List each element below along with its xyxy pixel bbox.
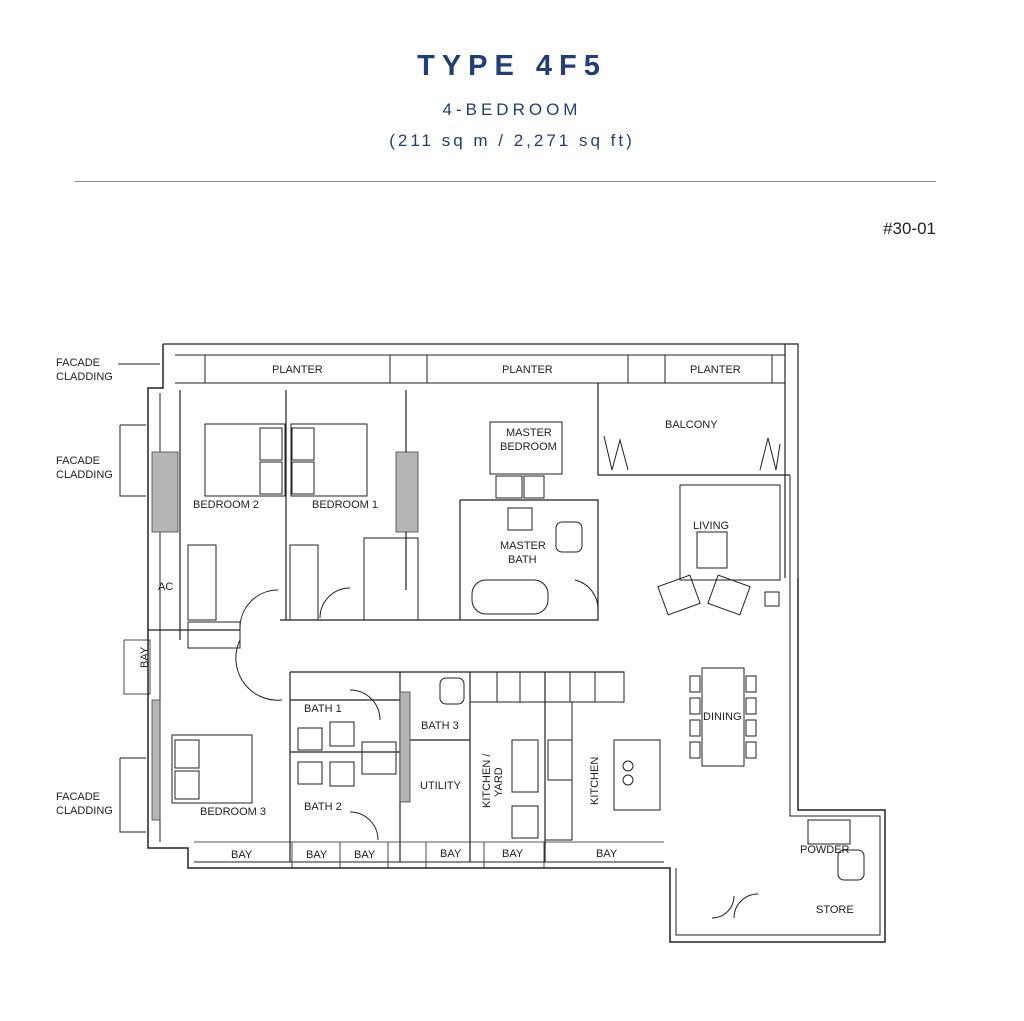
room-label-master-bedroom: MASTER [506, 427, 552, 439]
wardrobes [187, 537, 419, 649]
bath-fixtures [297, 507, 865, 881]
room-label-bay-5: BAY [502, 848, 524, 860]
plan-title: TYPE 4F5 [417, 50, 607, 82]
bed-icons [171, 421, 563, 804]
structural-columns [151, 451, 419, 821]
room-label-bay-6: BAY [596, 848, 618, 860]
bay-windows [123, 639, 664, 868]
bedroom-count-subtitle: 4-BEDROOM [442, 100, 582, 119]
sliding-doors [603, 435, 781, 471]
room-label-kitchen: KITCHEN [589, 757, 601, 805]
facade-cladding-label-3b: CLADDING [56, 805, 113, 817]
room-label-bath-3: BATH 3 [421, 720, 459, 732]
header-divider [75, 181, 936, 182]
facade-cladding-label-2b: CLADDING [56, 469, 113, 481]
interior-walls [148, 390, 624, 862]
room-label-master-bath-b: BATH [508, 554, 537, 566]
room-label-powder: POWDER [800, 844, 850, 856]
facade-cladding-label-1b: CLADDING [56, 371, 113, 383]
facade-cladding-label-2: FACADE [56, 455, 100, 467]
room-label-bay-2: BAY [306, 849, 328, 861]
room-label-bay-1: BAY [231, 849, 253, 861]
room-label-store: STORE [816, 904, 854, 916]
floor-area: (211 sq m / 2,271 sq ft) [389, 131, 635, 150]
living-furniture [613, 484, 781, 811]
kitchen-counters [469, 671, 625, 841]
room-label-bay-4: BAY [440, 848, 462, 860]
room-label-bedroom-1: BEDROOM 1 [312, 499, 378, 511]
room-label-planter-1: PLANTER [272, 364, 323, 376]
unit-number: #30-01 [883, 219, 936, 238]
room-label-master-bedroom-b: BEDROOM [500, 441, 557, 453]
planter-strip [204, 355, 773, 383]
room-label-bath-1: BATH 1 [304, 703, 342, 715]
room-label-dining: DINING [703, 711, 742, 723]
door-swings [235, 579, 759, 919]
room-label-bath-2: BATH 2 [304, 801, 342, 813]
room-label-bedroom-3: BEDROOM 3 [200, 806, 266, 818]
room-label-utility: UTILITY [420, 780, 462, 792]
room-label-master-bath: MASTER [500, 540, 546, 552]
room-label-planter-3: PLANTER [690, 364, 741, 376]
facade-cladding-label-3: FACADE [56, 791, 100, 803]
callout-arrows [118, 363, 160, 833]
room-label-kitchen-yard-b: YARD [493, 767, 505, 797]
room-label-bay-side: BAY [139, 646, 151, 668]
room-label-living: LIVING [693, 520, 729, 532]
room-label-bedroom-2: BEDROOM 2 [193, 499, 259, 511]
room-label-ac: AC [158, 581, 173, 593]
facade-cladding-label-1: FACADE [56, 357, 100, 369]
room-label-planter-2: PLANTER [502, 364, 553, 376]
room-label-kitchen-yard: KITCHEN / [481, 753, 493, 808]
room-label-bay-3: BAY [354, 849, 376, 861]
room-label-balcony: BALCONY [665, 419, 718, 431]
